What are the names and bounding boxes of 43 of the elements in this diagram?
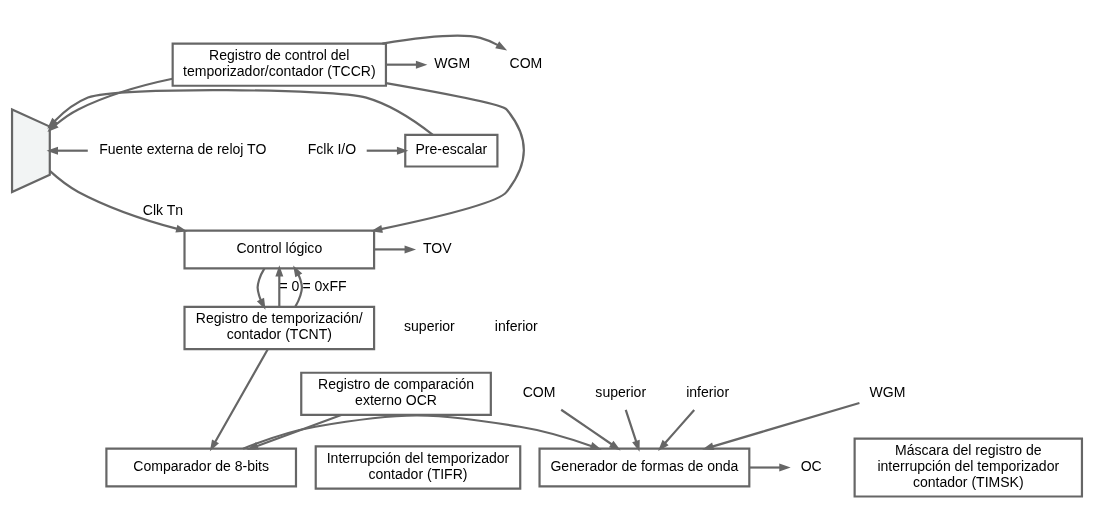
node-text: superior: [595, 384, 647, 401]
arrow: [624, 409, 640, 452]
arrow: [275, 265, 284, 307]
node-text: COM: [522, 384, 556, 401]
node-text: TOV: [422, 239, 452, 256]
arrow: [242, 414, 602, 450]
node-text: WGM: [869, 384, 906, 401]
node-text: COM: [509, 55, 543, 71]
arrow: [293, 265, 303, 308]
arrow: [49, 170, 188, 233]
node-box: Pre-escalar: [404, 133, 499, 168]
edge-label: Clk Tn: [142, 201, 184, 218]
arrow: [374, 245, 416, 254]
node-text: Fclk I/O: [307, 141, 357, 158]
node-text: inferior: [686, 384, 730, 401]
node-box: Control lógico: [183, 229, 376, 270]
arrow: [560, 408, 621, 451]
node-box: Generador de formas de onda: [538, 447, 751, 488]
arrow: [246, 413, 342, 450]
label: superior: [404, 318, 455, 335]
arrow: [370, 82, 525, 233]
label: inferior: [494, 318, 538, 335]
node-text: Fuente externa de reloj TO: [99, 141, 267, 158]
edge-label: = 0: [279, 277, 300, 294]
arrow: [702, 401, 860, 451]
edge-label: = 0xFF: [302, 277, 347, 294]
node-text: OC: [800, 457, 822, 474]
arrow: [749, 463, 791, 472]
arrow: [366, 146, 409, 155]
node-box: Comparador de 8-bits: [105, 447, 298, 488]
node-box: Registro de control del temporizador/contador (TCCR): [171, 42, 388, 87]
arrow: [256, 267, 266, 310]
arrow: [382, 34, 508, 51]
arrow: [209, 348, 269, 452]
node-box: Máscara del registro de interrupción del temporizador contador (TIMSK): [853, 437, 1084, 498]
node-text: WGM: [434, 55, 471, 71]
arrow: [46, 146, 88, 155]
node-box: Interrupción del temporizador contador (TIFR): [314, 445, 522, 490]
arrow: [658, 409, 696, 452]
node-box: Registro de temporización/ contador (TCNT): [183, 305, 376, 351]
arrow: [386, 60, 428, 69]
node-trapezium: [10, 107, 51, 194]
node-box: Registro de comparación externo OCR: [300, 371, 492, 416]
